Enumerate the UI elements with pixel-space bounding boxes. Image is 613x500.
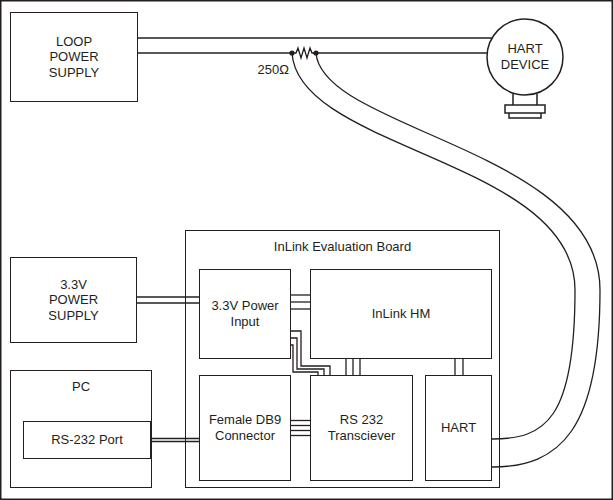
node-label: 3.3V Power Input: [210, 298, 280, 329]
pc-box: PC RS-232 Port: [10, 370, 152, 488]
transceiver-block: RS 232 Transciever: [310, 375, 413, 481]
node-label: RS-232 Port: [51, 432, 123, 448]
hart-modem-block: HART: [425, 375, 492, 481]
module-block: InLink HM: [310, 269, 492, 359]
wire-connector: [346, 359, 360, 375]
wire-strand: [291, 308, 310, 309]
hart-cable: [316, 53, 600, 467]
wire-strand: [137, 302, 199, 303]
node-label: InLink HM: [372, 306, 431, 322]
wire-connector: [138, 38, 492, 39]
power-supply-box: LOOP POWER SUPPLY: [10, 12, 138, 102]
wire-strand: [151, 441, 199, 442]
resistor-symbol: [292, 48, 316, 58]
wire-strand: [291, 345, 318, 375]
node-label: PC: [72, 379, 90, 395]
wire-connector: [137, 297, 199, 303]
wire-strand: [345, 359, 346, 375]
wire-strand: [359, 359, 360, 375]
resistor-ground: [293, 46, 315, 60]
node-label: LOOP POWER SUPPLY: [43, 34, 105, 81]
wire-connector: [455, 359, 463, 375]
wire-strand: [291, 435, 310, 436]
wire-strand: [291, 430, 310, 431]
port-box: RS-232 Port: [23, 421, 151, 459]
connector-block: Female DB9 Connector: [199, 375, 291, 481]
wire-strand: [151, 438, 199, 439]
node-label: 3.3V POWER SUPPLY: [43, 277, 105, 324]
hart-device: HART DEVICE: [485, 17, 565, 122]
node-label: HART DEVICE: [501, 41, 549, 72]
power-input-block: 3.3V Power Input: [199, 269, 291, 359]
node-label: RS 232 Transciever: [322, 412, 402, 443]
wire-connector: [291, 295, 310, 309]
wire-strand: [138, 37, 492, 38]
node-label: HART: [441, 420, 476, 436]
wire-strand: [352, 359, 353, 375]
node-label: InLink Evaluation Board: [274, 239, 411, 255]
wire-strand: [291, 425, 310, 426]
evaluation-board: InLink Evaluation Board 3.3V Power Input I…: [185, 230, 500, 488]
wire-strand: [462, 359, 463, 375]
node-label: Female DB9 Connector: [208, 412, 283, 443]
wire-strand: [291, 301, 310, 302]
wire-connector: [151, 439, 199, 442]
power-supply-box: 3.3V POWER SUPPLY: [10, 257, 137, 343]
wire-strand: [291, 338, 324, 375]
wire-connector: [291, 421, 310, 436]
wire-strand: [137, 296, 199, 297]
wire-strand: [291, 294, 310, 295]
wire-strand: [291, 420, 310, 421]
wire-strand: [454, 359, 455, 375]
resistor-value: 250Ω: [258, 62, 289, 78]
